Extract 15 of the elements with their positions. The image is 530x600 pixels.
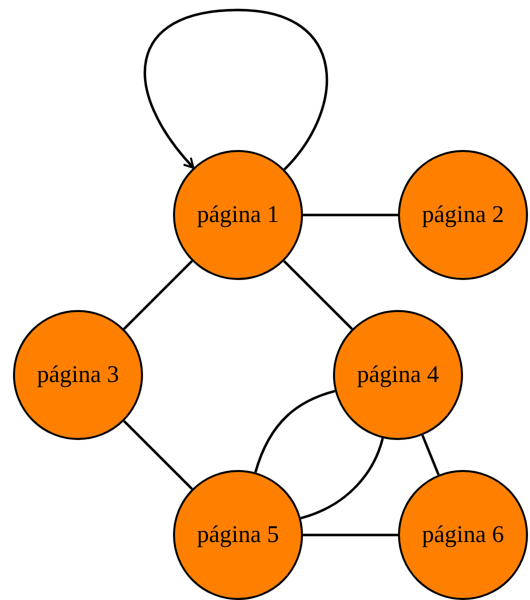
node-label: página 4	[357, 362, 439, 388]
arrow	[144, 8, 328, 170]
connector-line	[421, 434, 440, 476]
connector-line	[123, 420, 193, 490]
connector-line	[283, 260, 353, 330]
node-label: página 1	[197, 202, 279, 228]
connector-line	[303, 214, 398, 216]
node-label: página 3	[37, 362, 119, 388]
connector-line	[300, 438, 384, 520]
node-label: página 6	[422, 522, 504, 548]
node-label: página 5	[197, 522, 279, 548]
connector-line	[303, 534, 398, 536]
connector-line	[123, 260, 193, 330]
connector-line	[254, 390, 336, 473]
node-label: página 2	[422, 202, 504, 228]
